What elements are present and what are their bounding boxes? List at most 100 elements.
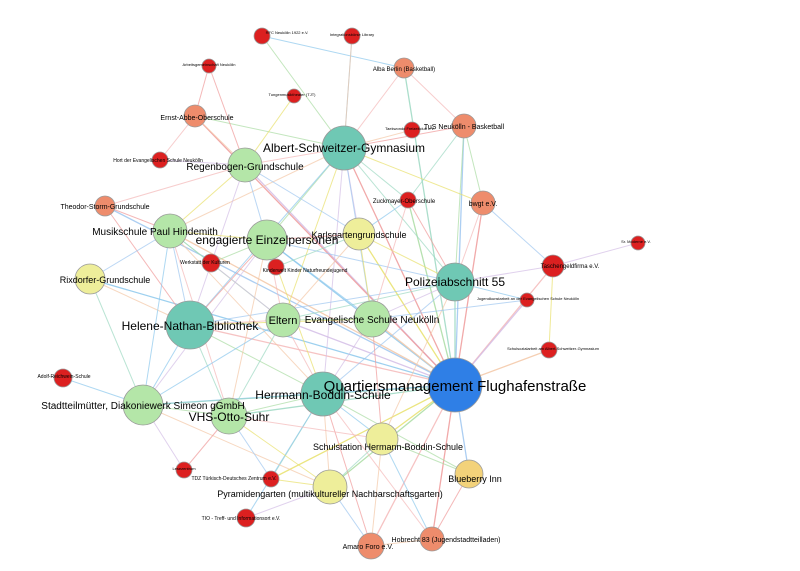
node-label-ars: Adolf-Reichwein-Schule bbox=[37, 374, 90, 380]
node-label-hnb: Helene-Nathan-Bibliothek bbox=[122, 319, 260, 333]
node-label-hbs: Herrmann-Boddin-Schule bbox=[255, 388, 391, 402]
edge-alba-rfc bbox=[261, 35, 405, 69]
edge-tgf-bwgt bbox=[482, 202, 554, 267]
edge-ee-esn bbox=[266, 239, 373, 320]
edge-pol-ee bbox=[266, 239, 456, 283]
node-label-asg: Albert-Schweitzer-Gymnasium bbox=[263, 141, 425, 155]
node-hob[interactable] bbox=[419, 526, 445, 552]
node-ars[interactable] bbox=[53, 368, 73, 388]
node-pyr[interactable] bbox=[312, 469, 348, 505]
edge-rgs-tsg bbox=[104, 164, 246, 207]
node-amf[interactable] bbox=[357, 532, 385, 560]
node-kkn[interactable] bbox=[267, 258, 285, 276]
edge-qm-alba bbox=[403, 67, 456, 386]
node-asg[interactable] bbox=[321, 125, 367, 171]
node-label-hort: Hort der Evangelischen Schule Neukölln bbox=[113, 158, 203, 164]
node-label-ibr: Integrationsbörse Library bbox=[330, 32, 374, 37]
edge-hnb-pol bbox=[189, 281, 456, 326]
edge-esn-zuk bbox=[371, 199, 409, 320]
node-label-rix: Rixdorfer-Grundschule bbox=[60, 275, 151, 285]
node-hbs[interactable] bbox=[300, 371, 346, 417]
edge-asg-eao bbox=[194, 115, 345, 149]
node-shb[interactable] bbox=[365, 422, 399, 456]
edge-asg-hbs bbox=[322, 147, 345, 395]
node-alba[interactable] bbox=[393, 57, 415, 79]
edge-rfc-asg bbox=[261, 35, 345, 149]
node-eao[interactable] bbox=[183, 104, 207, 128]
node-esn[interactable] bbox=[353, 300, 391, 338]
edge-pol-tus bbox=[454, 125, 465, 283]
node-label-shb: Schulstation Hermann-Boddin-Schule bbox=[313, 442, 463, 452]
node-pol[interactable] bbox=[435, 262, 475, 302]
node-tdz[interactable] bbox=[262, 470, 280, 488]
node-label-kgs: Karlsgartengrundschule bbox=[311, 230, 406, 240]
node-tsg[interactable] bbox=[94, 195, 116, 217]
edge-tus-bwgt bbox=[463, 125, 484, 204]
edges-layer bbox=[62, 35, 639, 547]
node-tfb[interactable] bbox=[403, 121, 421, 139]
node-hort[interactable] bbox=[151, 151, 169, 169]
edge-esn-jug bbox=[371, 299, 528, 320]
edge-shb-amf bbox=[370, 438, 383, 547]
edge-qm-kgs bbox=[358, 233, 456, 386]
node-lab[interactable] bbox=[175, 461, 193, 479]
node-bwgt[interactable] bbox=[470, 190, 496, 216]
node-hnb[interactable] bbox=[165, 300, 215, 350]
edge-tus-alba bbox=[403, 67, 465, 127]
node-tus[interactable] bbox=[451, 113, 477, 139]
node-rgs[interactable] bbox=[227, 147, 263, 183]
edge-hnb-rgs bbox=[189, 164, 246, 326]
node-label-tpt: Tungenmusiktheater (TJT) bbox=[269, 92, 317, 97]
node-qm[interactable] bbox=[427, 357, 483, 413]
node-tgf[interactable] bbox=[541, 254, 565, 278]
node-tio[interactable] bbox=[236, 508, 256, 528]
node-svm[interactable] bbox=[630, 235, 646, 251]
edge-pol-shb bbox=[381, 281, 456, 440]
node-label-svm: Sr. Moderne e.V. bbox=[621, 239, 651, 244]
node-label-eao: Ernst-Abbe-Oberschule bbox=[160, 115, 233, 122]
node-label-tdz: TDZ Türkisch-Deutsches Zentrum e.V. bbox=[191, 476, 276, 482]
node-ee[interactable] bbox=[246, 219, 288, 261]
node-kgs[interactable] bbox=[342, 217, 376, 251]
node-label-lab: Lesezentrum bbox=[172, 466, 196, 471]
edge-shb-hob bbox=[381, 438, 433, 540]
edge-hbs-amf bbox=[322, 393, 372, 547]
labels-layer: Quartiersmanagement Flughafenstraße Alber… bbox=[37, 30, 650, 551]
node-label-std: Stadtteilmütter, Diakoniewerk Simeon gGm… bbox=[41, 401, 244, 412]
edge-asg-elt bbox=[282, 147, 345, 321]
nodes-layer bbox=[53, 27, 646, 560]
node-std[interactable] bbox=[122, 384, 164, 426]
node-label-alba: Alba Berlin (Basketball) bbox=[373, 67, 435, 73]
edge-asg-pol bbox=[343, 147, 456, 283]
edge-asg-msh bbox=[169, 147, 345, 232]
node-tpt[interactable] bbox=[286, 88, 302, 104]
edge-hbs-msh bbox=[169, 230, 324, 395]
node-arb[interactable] bbox=[201, 58, 217, 74]
node-label-esn: Evangelische Schule Neukölln bbox=[305, 315, 440, 326]
node-label-tio: TIO - Treff- und Informationsort e.V. bbox=[202, 516, 281, 522]
node-label-hob: Hobrecht 83 (Jugendstadtteilladen) bbox=[392, 537, 501, 544]
node-label-vhs: VHS-Otto-Suhr bbox=[189, 410, 270, 424]
node-label-sch: Schulsozialarbeit am Albert-Schweitzer-G… bbox=[507, 346, 599, 351]
edge-qm-amf bbox=[370, 384, 456, 547]
edge-vhs-pyr bbox=[228, 415, 331, 488]
node-wdk[interactable] bbox=[201, 253, 221, 273]
node-blu[interactable] bbox=[454, 459, 484, 489]
edge-qm-tdz bbox=[270, 384, 456, 480]
edge-vhs-shb bbox=[228, 415, 383, 440]
node-rix[interactable] bbox=[74, 263, 106, 295]
node-label-tgf: Taschengeldfirma e.V. bbox=[541, 264, 600, 270]
node-label-pol: Polizeiabschnitt 55 bbox=[405, 275, 505, 289]
node-elt[interactable] bbox=[265, 302, 301, 338]
node-rfc[interactable] bbox=[253, 27, 271, 45]
node-ibr[interactable] bbox=[343, 27, 361, 45]
node-jug[interactable] bbox=[519, 292, 535, 308]
edge-rgs-kgs bbox=[244, 164, 360, 235]
node-vhs[interactable] bbox=[210, 397, 248, 435]
node-label-qm: Quartiersmanagement Flughafenstraße bbox=[324, 378, 587, 395]
edge-qm-hnb bbox=[189, 324, 456, 386]
node-zuk[interactable] bbox=[399, 191, 417, 209]
node-msh[interactable] bbox=[152, 213, 188, 249]
node-sch[interactable] bbox=[540, 341, 558, 359]
